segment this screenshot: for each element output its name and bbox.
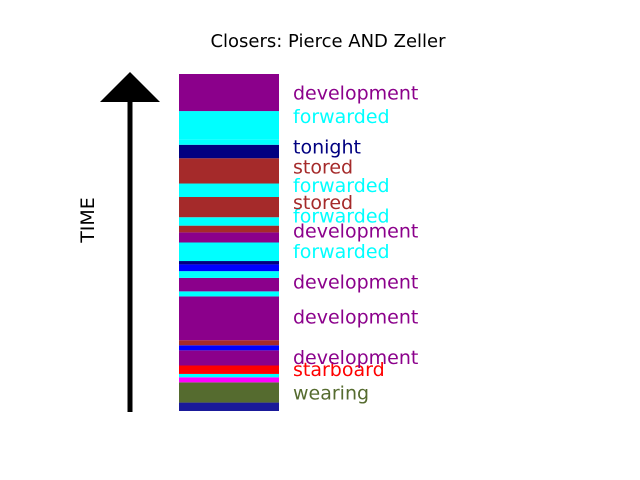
segment-group bbox=[179, 74, 279, 411]
timeline-segment bbox=[179, 291, 279, 297]
timeline-segment bbox=[179, 365, 279, 374]
timeline-segment bbox=[179, 158, 279, 184]
timeline-segment bbox=[179, 232, 279, 243]
segment-label: development bbox=[293, 307, 418, 329]
segment-label: forwarded bbox=[293, 206, 390, 228]
segment-label: development bbox=[293, 271, 418, 293]
segment-label: development bbox=[293, 347, 418, 369]
time-arrow-head bbox=[100, 72, 160, 102]
timeline-segment bbox=[179, 197, 279, 218]
timeline-segment bbox=[179, 402, 279, 411]
segment-label: starboard bbox=[293, 359, 385, 381]
timeline-segment bbox=[179, 340, 279, 346]
segment-label: stored bbox=[293, 192, 353, 214]
timeline-segment bbox=[179, 277, 279, 292]
segment-label: wearing bbox=[293, 382, 369, 404]
segment-label: tonight bbox=[293, 136, 361, 158]
segment-label: forwarded bbox=[293, 175, 390, 197]
timeline-segment bbox=[179, 183, 279, 198]
timeline-segment bbox=[179, 350, 279, 366]
timeline-segment bbox=[179, 271, 279, 278]
timeline-segment bbox=[179, 382, 279, 403]
timeline-segment bbox=[179, 144, 279, 159]
timeline-segment bbox=[179, 242, 279, 262]
label-group: wearingstarboarddevelopmentdevelopmentde… bbox=[293, 83, 418, 405]
timeline-segment bbox=[179, 345, 279, 351]
timeline-segment bbox=[179, 264, 279, 272]
timeline-segment bbox=[179, 225, 279, 233]
timeline-segment bbox=[179, 74, 279, 112]
timeline-segment bbox=[179, 261, 279, 265]
timeline-segment bbox=[179, 373, 279, 378]
segment-label: forwarded bbox=[293, 241, 390, 263]
timeline-segment bbox=[179, 296, 279, 341]
segment-label: stored bbox=[293, 157, 353, 179]
timeline-segment bbox=[179, 139, 279, 145]
timeline-segment bbox=[179, 217, 279, 226]
segment-label: forwarded bbox=[293, 106, 390, 128]
timeline-segment bbox=[179, 377, 279, 383]
timeline-segment bbox=[179, 111, 279, 140]
segment-label: development bbox=[293, 221, 418, 243]
segment-label: development bbox=[293, 83, 418, 105]
chart-title: Closers: Pierce AND Zeller bbox=[210, 31, 446, 52]
